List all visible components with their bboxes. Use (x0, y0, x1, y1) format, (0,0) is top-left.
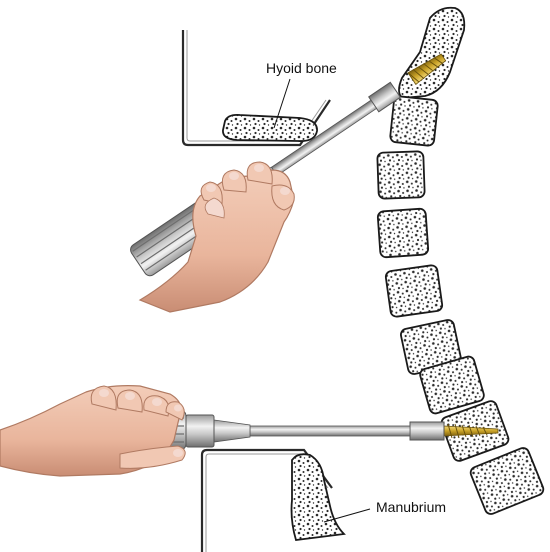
vertebra-t1 (419, 355, 485, 415)
vertebra-c4 (376, 150, 426, 200)
hyoid-leader-line (273, 78, 291, 129)
hyoid-bone (222, 113, 318, 142)
lower-screw-icon (443, 423, 499, 439)
vertebra-c2 (398, 6, 466, 99)
manubrium-bone (290, 453, 346, 541)
vertebra-c6 (384, 264, 444, 318)
manubrium-label: Manubrium (376, 499, 446, 515)
upper-hand-icon (138, 161, 295, 313)
vertebra-c3 (389, 95, 439, 147)
lower-frame (200, 448, 333, 552)
vertebra-c5 (376, 207, 430, 259)
vertebra-t3 (469, 447, 545, 515)
hyoid-label: Hyoid bone (266, 60, 337, 76)
manubrium-leader-line (323, 508, 371, 523)
lower-hand-icon (0, 385, 186, 477)
upper-screw-icon (407, 53, 447, 85)
vertebral-column (376, 6, 545, 515)
upper-frame (181, 30, 331, 147)
